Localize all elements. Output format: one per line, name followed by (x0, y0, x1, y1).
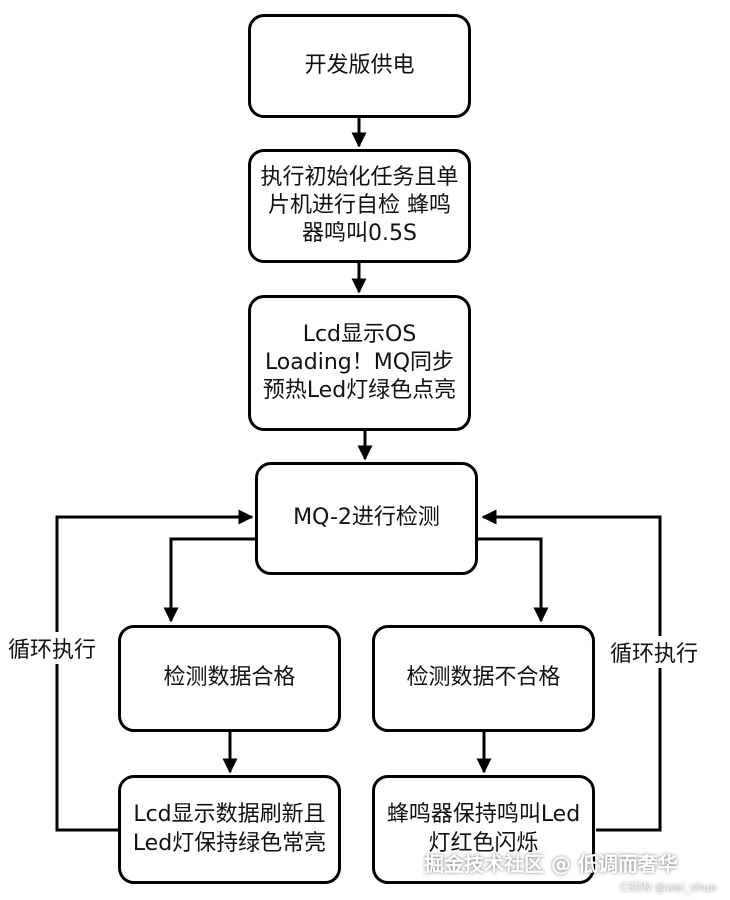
loop-arrow-left (55, 509, 254, 832)
loop-arrow-right (481, 509, 662, 832)
watermark-text: 掘金技术社区 @ 低调而奢华 (424, 852, 678, 876)
node-power-supply: 开发版供电 (248, 14, 471, 118)
edge-label-loop-left: 循环执行 (8, 632, 97, 664)
node-initialization: 执行初始化任务且单片机进行自检 蜂鸣器鸣叫0.5S (248, 149, 471, 263)
node-data-fail: 检测数据不合格 (372, 625, 595, 732)
arrow-detect-to-fail (477, 537, 549, 623)
node-data-pass: 检测数据合格 (118, 625, 341, 732)
arrow-detect-to-pass (163, 537, 257, 623)
edge-label-loop-right: 循环执行 (610, 636, 699, 668)
watermark-subtext: CSDN @wei_shuo (620, 881, 717, 894)
node-fail-action: 蜂鸣器保持鸣叫Led灯红色闪烁 (372, 775, 595, 884)
node-mq2-detect: MQ-2进行检测 (255, 462, 478, 575)
node-lcd-loading: Lcd显示OS Loading！MQ同步预热Led灯绿色点亮 (248, 295, 471, 431)
node-pass-action: Lcd显示数据刷新且Led灯保持绿色常亮 (118, 775, 341, 884)
